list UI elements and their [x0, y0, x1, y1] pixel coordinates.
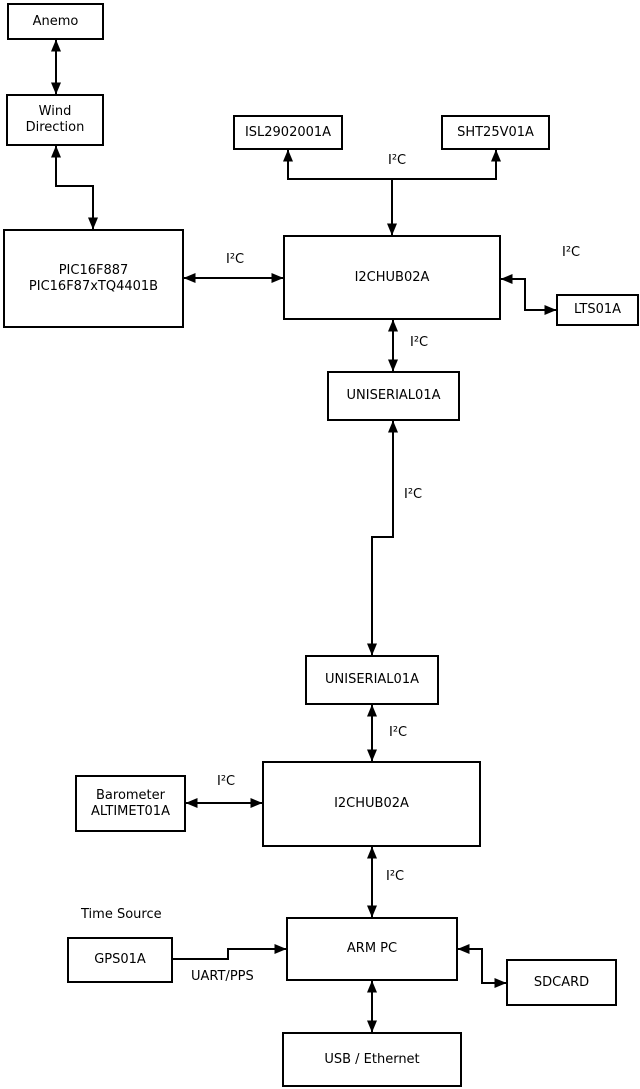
edge-label-i2c-sensor-bus: I²C — [388, 153, 407, 168]
arrow-hub1-lts — [500, 274, 557, 315]
node-wind-direction: Wind Direction — [6, 94, 104, 146]
arrow-gps-armpc — [173, 944, 287, 960]
edge-label-i2c-hub1-uniserial: I²C — [410, 335, 429, 350]
node-sdcard: SDCARD — [506, 959, 617, 1006]
edge-label-i2c-barometer-hub2: I²C — [217, 774, 236, 789]
node-isl2902001a: ISL2902001A — [233, 115, 343, 150]
arrow-uniserial1-uniserial2 — [367, 420, 398, 656]
node-i2c-hub-bottom: I2CHUB02A — [262, 761, 481, 847]
edge-label-i2c-hub2-armpc: I²C — [386, 869, 405, 884]
node-i2c-hub-top: I2CHUB02A — [283, 235, 501, 320]
node-arm-pc: ARM PC — [286, 917, 458, 981]
edge-label-i2c-pic-hub1: I²C — [226, 252, 245, 267]
node-pic-microcontroller: PIC16F887 PIC16F87xTQ4401B — [3, 229, 184, 328]
node-lts01a: LTS01A — [556, 294, 639, 326]
edge-label-uart-pps: UART/PPS — [191, 969, 254, 984]
node-uniserial-bottom: UNISERIAL01A — [305, 655, 439, 705]
node-usb-ethernet: USB / Ethernet — [282, 1032, 462, 1087]
node-sht25v01a: SHT25V01A — [441, 115, 550, 150]
node-uniserial-top: UNISERIAL01A — [327, 371, 460, 421]
arrow-wind-direction-pic — [51, 145, 98, 230]
edge-label-i2c-hub1-lts: I²C — [562, 245, 581, 260]
node-anemometer: Anemo — [7, 3, 104, 40]
arrow-armpc-sdcard — [457, 944, 507, 988]
edge-label-i2c-uniserial-link: I²C — [404, 487, 423, 502]
node-barometer: Barometer ALTIMET01A — [75, 775, 186, 832]
node-gps01a: GPS01A — [67, 937, 173, 983]
annotation-time-source: Time Source — [81, 907, 162, 922]
edge-label-i2c-uniserial-hub2: I²C — [389, 725, 408, 740]
